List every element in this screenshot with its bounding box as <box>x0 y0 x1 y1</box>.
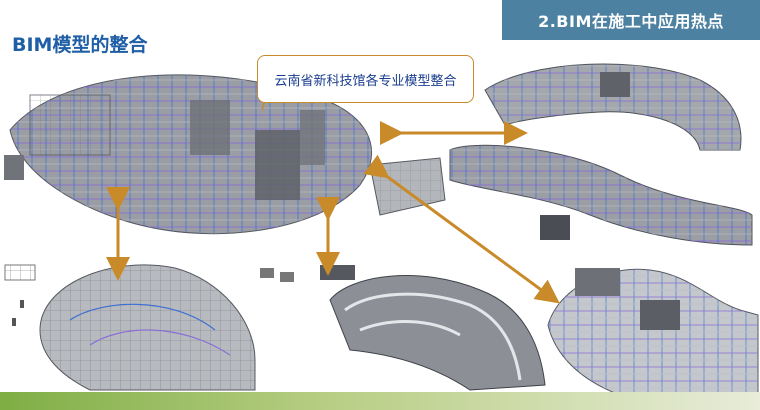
relation-arrows <box>106 99 560 304</box>
building-lower-right-render <box>547 268 759 396</box>
page-title: BIM模型的整合 <box>12 34 148 56</box>
section-header-tab: 2.BIM在施工中应用热点 <box>502 0 760 40</box>
callout-label: 云南省新科技馆各专业模型整合 <box>257 55 474 103</box>
architecture-model-render <box>449 63 753 246</box>
bottom-decorative-bar <box>0 392 760 410</box>
mep-lower-left-render <box>4 264 256 391</box>
arrow-diagonal <box>363 154 560 304</box>
structure-lower-center-render <box>260 265 546 391</box>
